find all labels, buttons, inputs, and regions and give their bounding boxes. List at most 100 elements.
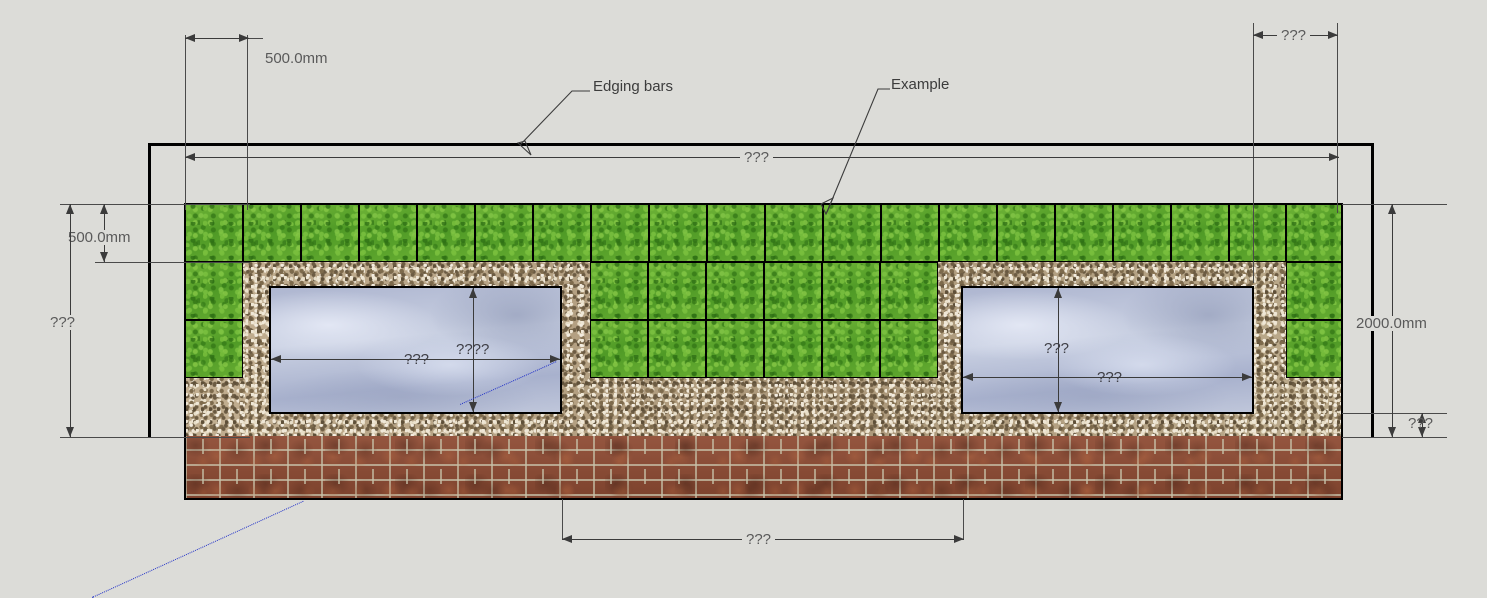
arrow-right-icon — [954, 535, 964, 543]
dimension-label-top-right-offset: ??? — [1277, 28, 1311, 43]
arrow-up-icon — [100, 204, 108, 214]
grass-tile — [533, 204, 591, 262]
grass-tile — [590, 262, 648, 320]
witness-line-h-right-mid — [1342, 413, 1447, 414]
dimension-bottom-span: ??? — [562, 531, 964, 549]
grass-tile — [707, 204, 765, 262]
witness-line-v-right-b — [1337, 23, 1338, 213]
glazing-panel-right — [961, 286, 1254, 414]
grass-tile — [1055, 204, 1113, 262]
arrow-up-icon — [1388, 204, 1396, 214]
arrow-down-icon — [1388, 427, 1396, 437]
dimension-window-right-width — [963, 373, 1252, 383]
grass-tile-right-col — [1286, 262, 1342, 320]
grass-tile — [475, 204, 533, 262]
arrow-up-icon — [469, 288, 477, 298]
grass-tile — [649, 204, 707, 262]
witness-line-h-500-bottom — [95, 262, 250, 263]
grass-tile — [1229, 204, 1286, 262]
brick-plinth — [185, 436, 1342, 499]
arrow-left-icon — [185, 153, 195, 161]
grass-tile — [997, 204, 1055, 262]
grass-tile — [591, 204, 649, 262]
witness-line-h-right-bottom — [1342, 437, 1447, 438]
witness-line-h-top-frame — [60, 204, 250, 205]
grass-tile — [1113, 204, 1171, 262]
dimension-label-window-right-height: ??? — [1044, 340, 1070, 357]
dimension-label-top-overall: ??? — [740, 150, 774, 165]
grass-tile — [764, 262, 822, 320]
arrow-down-icon — [469, 402, 477, 412]
annotation-example: Example — [891, 76, 950, 93]
dimension-label-top-left-offset: 500.0mm — [261, 51, 332, 66]
arrow-down-icon — [66, 427, 74, 437]
edging-bar-top — [148, 143, 1374, 146]
witness-line-v-left-ext — [247, 35, 248, 210]
annotation-edging-bars: Edging bars — [593, 78, 674, 95]
arrow-right-icon — [1328, 31, 1338, 39]
dimension-label-window-left-height: ???? — [456, 341, 490, 358]
dimension-label-bottom-span: ??? — [742, 532, 776, 547]
dimension-right-bottom-small — [1414, 413, 1432, 437]
arrow-up-icon — [66, 204, 74, 214]
arrow-right-icon — [1242, 373, 1252, 381]
grass-tile — [939, 204, 997, 262]
dimension-label-left-upper: 500.0mm — [64, 230, 135, 245]
grass-tile — [823, 204, 881, 262]
grass-tile — [764, 320, 822, 378]
witness-line-v-bottom-left — [562, 499, 563, 539]
arrow-right-icon — [239, 34, 249, 42]
arrow-up-icon — [1054, 288, 1062, 298]
witness-line-v-500 — [185, 35, 186, 210]
witness-line-v-bottom-right — [963, 499, 964, 539]
grass-tile — [822, 262, 880, 320]
dimension-window-right-height — [1054, 288, 1064, 412]
grass-tile — [648, 262, 706, 320]
dimension-label-window-left-width: ??? — [404, 351, 430, 368]
dimension-top-left-offset — [185, 30, 249, 48]
witness-line-v-right-a — [1253, 23, 1254, 283]
grass-tile — [417, 204, 475, 262]
dimension-label-left-overall: ??? — [46, 315, 80, 330]
dimension-label-right-bottom-small: ??? — [1408, 415, 1434, 432]
grass-tile — [359, 204, 417, 262]
dimension-window-left-width — [271, 355, 560, 365]
grass-tile — [706, 320, 764, 378]
arrow-left-icon — [963, 373, 973, 381]
arrow-left-icon — [562, 535, 572, 543]
wall-panel — [184, 203, 1343, 500]
dimension-top-right-offset: ??? — [1253, 27, 1338, 45]
grass-tile — [1171, 204, 1229, 262]
arrow-left-icon — [185, 34, 195, 42]
edging-bar-left — [148, 143, 151, 438]
grass-tile-row-top — [185, 204, 1342, 262]
grass-tile — [706, 262, 764, 320]
arrow-down-icon — [1054, 402, 1062, 412]
grass-tile — [1286, 204, 1342, 262]
grass-tile — [648, 320, 706, 378]
grass-tile — [881, 204, 939, 262]
grass-tile — [243, 204, 301, 262]
edging-bar-right — [1371, 143, 1374, 438]
grass-tile-left-col — [185, 320, 243, 378]
arrow-up-icon — [1418, 413, 1426, 423]
glazing-panel-left — [269, 286, 562, 414]
grass-block-center — [590, 262, 938, 378]
arrow-left-icon — [271, 355, 281, 363]
dim-leader-top-left — [249, 38, 263, 39]
arrow-down-icon — [100, 252, 108, 262]
arrow-right-icon — [550, 355, 560, 363]
grass-tile — [880, 262, 938, 320]
dimension-window-left-height — [469, 288, 479, 412]
grass-tile — [301, 204, 359, 262]
dimension-label-right-height: 2000.0mm — [1352, 316, 1431, 331]
grass-tile — [590, 320, 648, 378]
witness-line-h-base — [60, 437, 250, 438]
grass-tile-right-col — [1286, 320, 1342, 378]
grass-tile — [822, 320, 880, 378]
grass-tile — [880, 320, 938, 378]
grass-tile — [185, 204, 243, 262]
